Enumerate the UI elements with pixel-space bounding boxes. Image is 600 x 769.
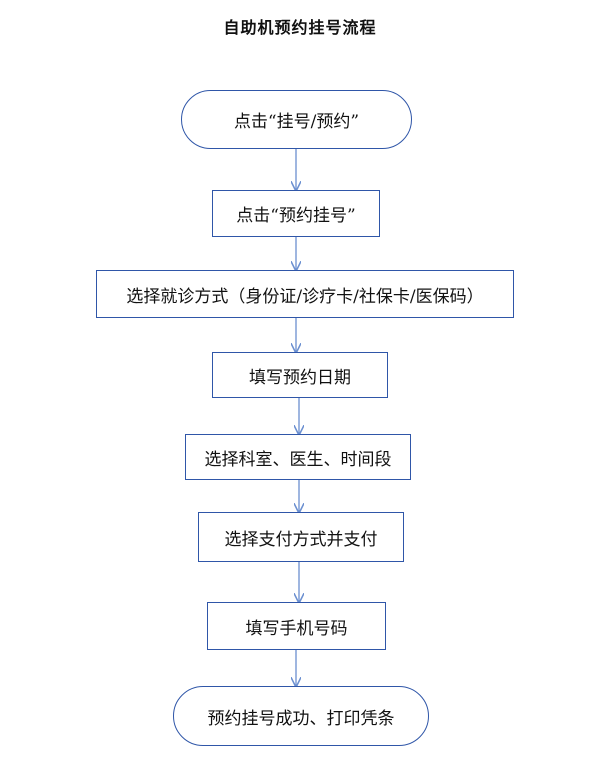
step-label: 点击“预约挂号” (236, 206, 356, 226)
step-fill-date: 填写预约日期 (212, 352, 388, 398)
step-label: 预约挂号成功、打印凭条 (207, 708, 395, 729)
diagram-title: 自助机预约挂号流程 (223, 18, 377, 37)
step-select-department: 选择科室、医生、时间段 (185, 434, 411, 480)
step-start-click-register: 点击“挂号/预约” (181, 90, 412, 149)
step-select-payment: 选择支付方式并支付 (198, 512, 404, 562)
step-label: 填写手机号码 (245, 618, 348, 639)
step-click-appointment: 点击“预约挂号” (212, 190, 380, 237)
step-label: 填写预约日期 (249, 367, 351, 388)
step-label: 选择科室、医生、时间段 (204, 449, 392, 470)
step-fill-phone: 填写手机号码 (207, 602, 386, 650)
step-label: 选择就诊方式（身份证/诊疗卡/社保卡/医保码） (126, 286, 484, 307)
step-label: 选择支付方式并支付 (224, 529, 378, 550)
step-label: 点击“挂号/预约” (233, 112, 360, 132)
step-select-visit-method: 选择就诊方式（身份证/诊疗卡/社保卡/医保码） (96, 270, 514, 318)
step-end-success-print: 预约挂号成功、打印凭条 (173, 686, 429, 746)
